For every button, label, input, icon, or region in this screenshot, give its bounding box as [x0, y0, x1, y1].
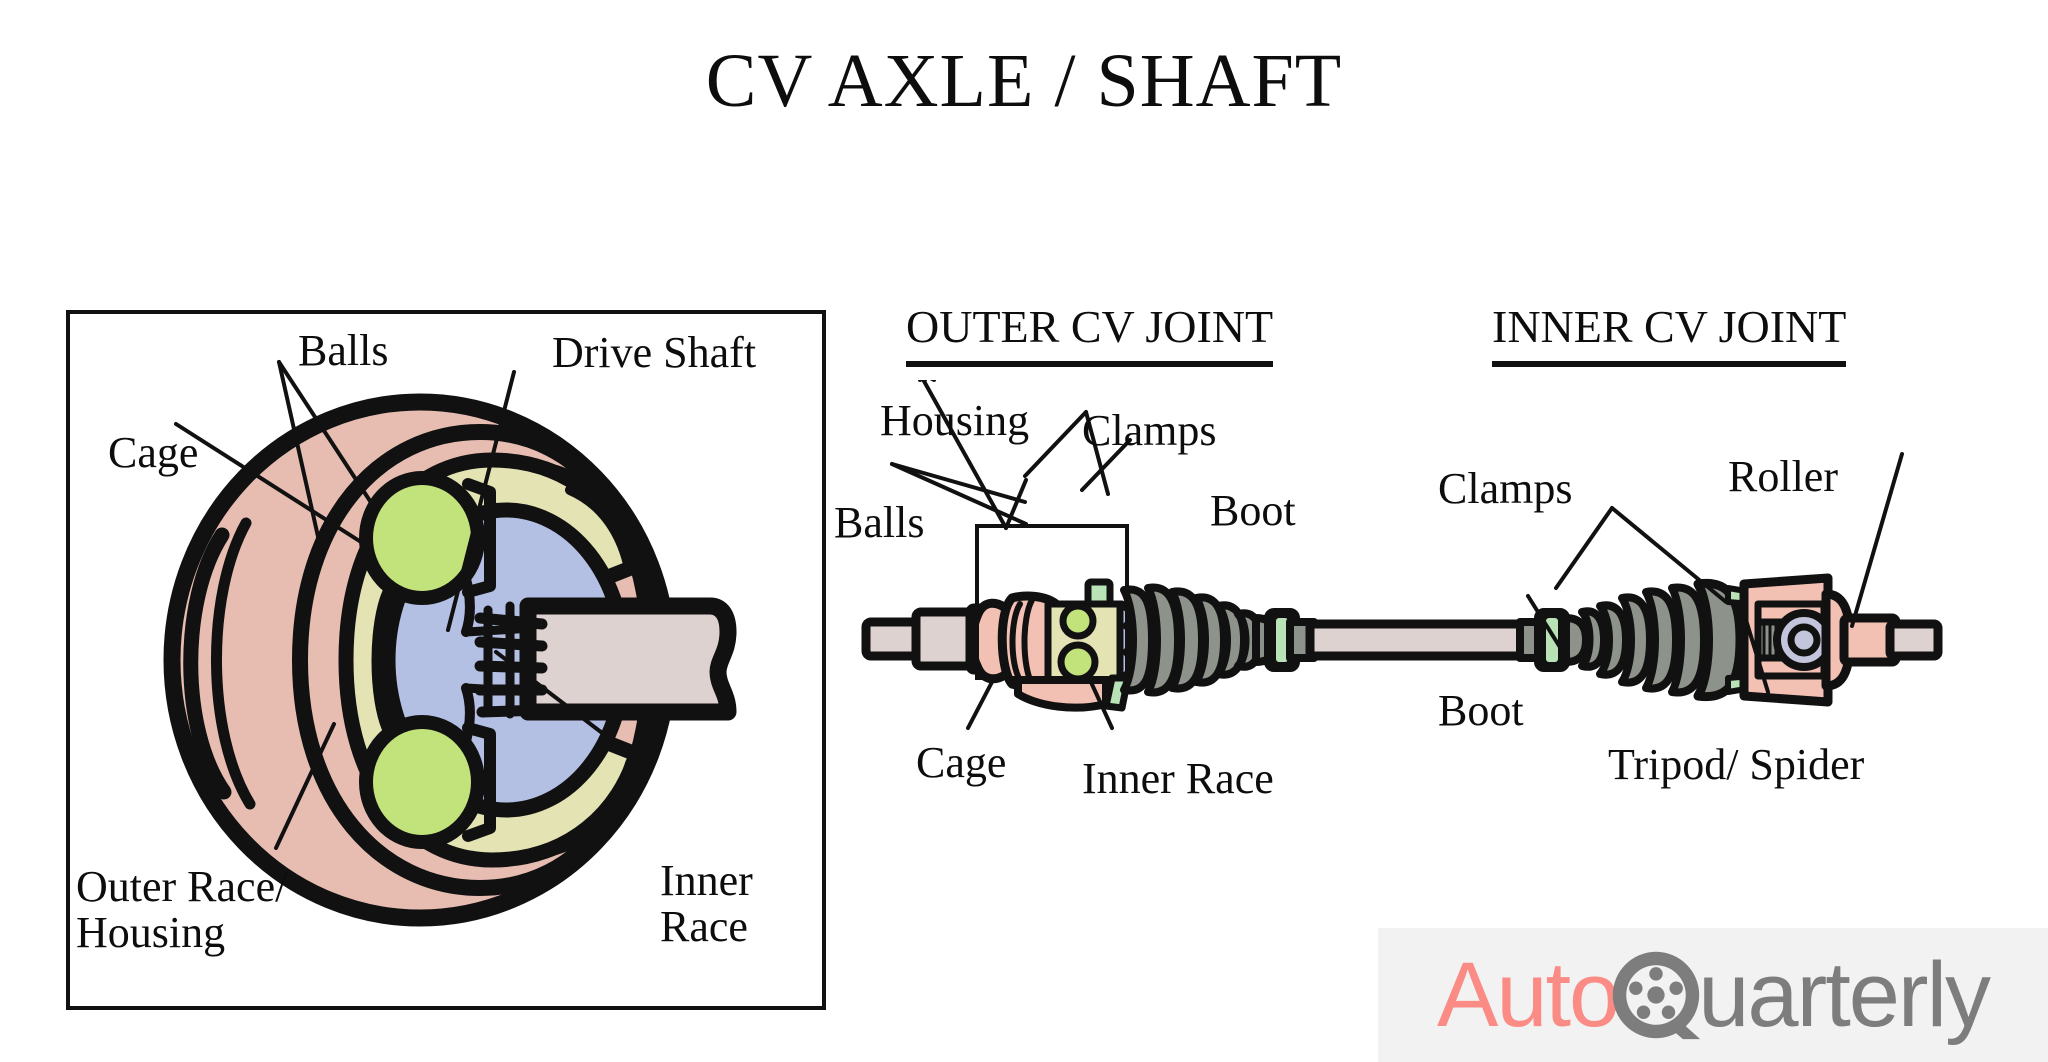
label-cage-cutaway: Cage: [108, 428, 199, 477]
inner-cv-joint-heading-text: INNER CV JOINT: [1492, 300, 1847, 367]
label-boot-inner: Boot: [1438, 686, 1524, 735]
watermark-text: Auto uarterly: [1436, 943, 1991, 1048]
label-clamps-outer: Clamps: [1082, 406, 1217, 455]
label-roller-inner: Roller: [1728, 452, 1838, 501]
inner-joint-leader-lines: [1526, 452, 1904, 694]
outer-cv-joint-heading: OUTER CV JOINT: [906, 300, 1274, 367]
page-title: CV AXLE / SHAFT: [705, 39, 1343, 123]
inner-cv-joint-heading: INNER CV JOINT: [1492, 300, 1847, 367]
cv-axle-assembly-illustration: [860, 560, 1960, 720]
label-clamps-inner: Clamps: [1438, 464, 1573, 513]
label-outer-race-housing: Outer Race/ Housing: [76, 862, 288, 957]
watermark-quarterly-text: uarterly: [1698, 943, 1991, 1046]
label-tripod-spider: Tripod/ Spider: [1608, 740, 1865, 789]
label-drive-shaft: Drive Shaft: [552, 328, 757, 377]
cv-joint-cutaway-illustration: [150, 360, 790, 980]
outer-joint-leader-lines: [890, 380, 1132, 730]
label-balls-cutaway: Balls: [298, 326, 389, 375]
label-cage-outer: Cage: [916, 738, 1007, 787]
watermark-auto-text: Auto: [1436, 943, 1620, 1046]
cutaway-leader-lines: [174, 360, 616, 850]
label-balls-outer: Balls: [834, 498, 925, 547]
label-housing-outer: Housing: [880, 396, 1030, 445]
label-inner-race-cutaway: Inner Race: [660, 856, 753, 951]
watermark-autoquarterly: Auto uarterly: [1378, 928, 2048, 1062]
wheel-icon: [1608, 947, 1704, 1043]
label-boot-outer: Boot: [1210, 486, 1296, 535]
outer-cv-joint-heading-text: OUTER CV JOINT: [906, 300, 1274, 367]
label-inner-race-outer: Inner Race: [1082, 754, 1274, 803]
